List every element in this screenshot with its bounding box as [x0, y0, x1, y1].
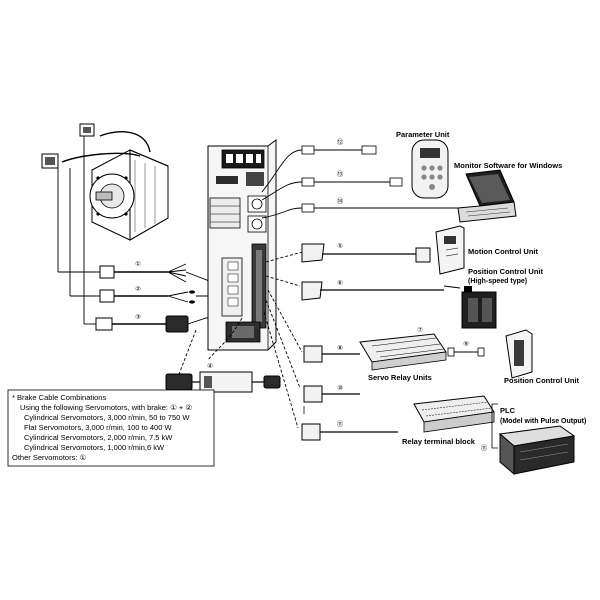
cn1-dashed-guides — [175, 251, 303, 429]
cable-number-14: ⑭ — [337, 197, 344, 205]
label-servo-relay-units: Servo Relay Units — [368, 373, 432, 382]
relay-terminal-block — [413, 395, 495, 433]
legend-line-1: Using the following Servomotors, with br… — [20, 403, 192, 412]
cable-5 — [301, 243, 431, 263]
plc-unit — [498, 425, 576, 476]
cable-8 — [303, 345, 360, 363]
cable-number-1: ① — [135, 261, 141, 268]
servo-drive — [207, 139, 277, 351]
label-position-control-unit-hs-2: (High-speed type) — [468, 278, 527, 285]
servomotor — [89, 149, 169, 241]
plc-bracket — [491, 403, 498, 449]
cable-number-11a: ⑪ — [337, 420, 344, 428]
cable-12 — [261, 145, 377, 193]
label-position-control-unit-hs-1: Position Control Unit — [468, 267, 543, 276]
cable-14 — [261, 203, 458, 219]
position-control-unit — [505, 329, 533, 379]
cable-number-13: ⑬ — [337, 170, 344, 178]
cable-number-5: ⑤ — [337, 243, 343, 250]
legend-other: Other Servomotors: ① — [12, 453, 87, 462]
label-plc-2: (Model with Pulse Output) — [500, 418, 586, 425]
brake-cable-legend: * Brake Cable Combinations Using the fol… — [7, 389, 215, 467]
position-control-unit-high-speed — [461, 286, 497, 329]
cable-11 — [301, 423, 398, 441]
legend-line-2: Cylindrical Servomotors, 3,000 r/min, 50… — [24, 413, 190, 422]
cable-13 — [261, 177, 403, 201]
cable-9 — [447, 347, 485, 357]
legend-line-4: Cylindrical Servomotors, 2,000 r/min, 7.… — [24, 433, 173, 442]
cable-number-7: ⑦ — [417, 327, 423, 334]
cable-number-10: ⑩ — [337, 385, 343, 392]
legend-line-3: Flat Servomotors, 3,000 r/min, 100 to 40… — [24, 423, 172, 432]
servo-relay-unit — [359, 333, 447, 371]
label-motion-control-unit: Motion Control Unit — [468, 247, 538, 256]
cable-number-2: ② — [135, 286, 141, 293]
cable-number-12: ⑫ — [337, 138, 344, 146]
cable-number-9: ⑨ — [463, 341, 469, 348]
motion-control-unit — [435, 225, 465, 275]
cable-number-11b: ⑪ — [481, 444, 488, 452]
label-position-control-unit: Position Control Unit — [504, 376, 579, 385]
cable-number-6: ⑥ — [337, 280, 343, 287]
cable-4 — [165, 371, 281, 393]
label-relay-terminal-block: Relay terminal block — [402, 437, 476, 446]
cable-10 — [303, 385, 360, 414]
parameter-unit — [411, 139, 449, 199]
cable-3 — [95, 315, 226, 333]
windows-pc-laptop — [457, 169, 517, 223]
cable-2 — [99, 289, 227, 304]
cable-number-markers: ① ② ③ ④ ⑤ ⑥ ⑦ ⑧ ⑨ ⑩ ⑪ ⑪ ⑫ ⑬ ⑭ — [135, 138, 488, 452]
label-plc-1: PLC — [500, 406, 516, 415]
cable-number-4: ④ — [207, 363, 213, 370]
cable-6 — [301, 281, 461, 301]
cable-number-3: ③ — [135, 314, 141, 321]
label-monitor-software: Monitor Software for Windows — [454, 161, 562, 170]
device-labels: Parameter Unit Monitor Software for Wind… — [368, 130, 586, 446]
legend-line-5: Cylindrical Servomotors, 1,000 r/min,6 k… — [24, 443, 165, 452]
cable-number-8: ⑧ — [337, 345, 343, 352]
motor-leads — [41, 123, 151, 325]
label-parameter-unit: Parameter Unit — [396, 130, 450, 139]
legend-title: * Brake Cable Combinations — [12, 393, 106, 402]
cable-1 — [99, 263, 226, 283]
